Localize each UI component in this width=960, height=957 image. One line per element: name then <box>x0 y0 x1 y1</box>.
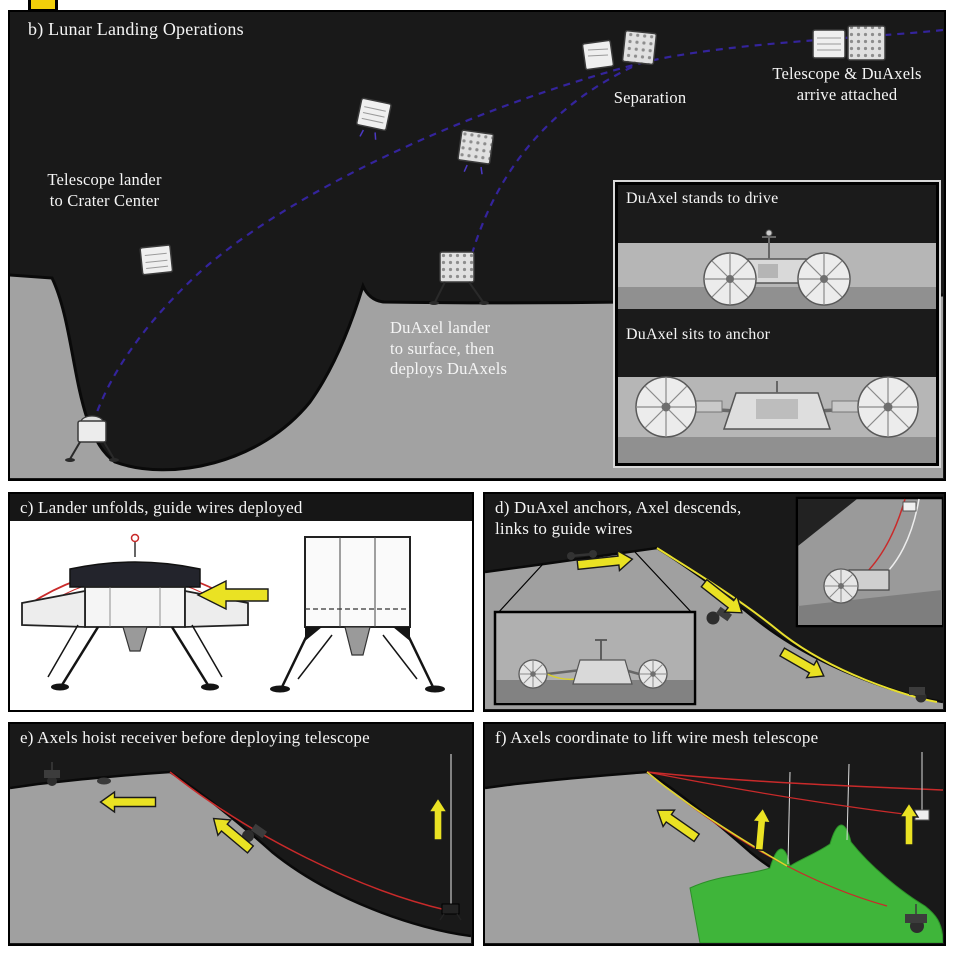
yellow-arrow-lift-mid <box>751 806 772 852</box>
axel-bottom-icon <box>909 687 927 703</box>
duaxel-lander-landed-icon <box>429 251 489 305</box>
label-duaxel-lander: DuAxel lander to surface, then deploys D… <box>390 318 530 380</box>
duaxel-craft-icon <box>457 129 495 175</box>
crater-slope-terrain <box>10 772 471 943</box>
panel-e-scene <box>10 754 471 943</box>
zoom-line-left <box>496 563 544 615</box>
panel-f-title: f) Axels coordinate to lift wire mesh te… <box>495 728 819 747</box>
folded-lander-icon <box>270 536 445 693</box>
trajectory-incoming <box>644 28 943 64</box>
yellow-arrow-lift-right <box>898 801 920 846</box>
inset-sits-title: DuAxel sits to anchor <box>626 326 771 343</box>
duaxel-inset-scene <box>618 229 936 463</box>
receiver-icon <box>439 903 462 921</box>
inset-wire-red <box>864 498 906 575</box>
yellow-arrow-slope-lower <box>779 647 825 679</box>
axel-descending-icon <box>706 606 733 625</box>
rover-plateau-icon <box>44 762 60 786</box>
panel-c-title: c) Lander unfolds, guide wires deployed <box>20 498 303 517</box>
spacecraft-attached-icon <box>812 25 886 61</box>
label-telescope-lander-line1: Telescope lander <box>47 170 162 189</box>
label-telescope-lander-line2: to Crater Center <box>49 190 160 210</box>
duaxel-standing-rover-icon <box>703 229 851 306</box>
rover-bottom-icon <box>905 904 927 933</box>
label-duaxel-lander-line1: DuAxel lander <box>390 318 491 337</box>
panel-d-title: d) DuAxel anchors, Axel descends, links … <box>495 497 785 540</box>
panel-c: c) Lander unfolds, guide wires deployed <box>8 492 474 712</box>
unfold-direction-arrow <box>196 579 269 611</box>
trajectory-duaxel-branch <box>463 66 633 281</box>
yellow-arrow-hoist-up <box>427 796 449 841</box>
lift-line-2 <box>846 763 850 841</box>
panel-d-title-line2: links to guide wires <box>495 519 633 539</box>
wire-mesh-telescope <box>689 824 943 943</box>
panel-e-title: e) Axels hoist receiver before deploying… <box>20 728 370 747</box>
axel-slope-inset <box>795 496 943 628</box>
yellow-arrow-slope-upper <box>700 578 743 614</box>
panel-b: b) Lunar Landing Operations Telescope la… <box>8 10 946 481</box>
wheel-right <box>797 252 851 306</box>
anchor-closeup-inset <box>493 610 697 706</box>
yellow-arrow-left <box>99 790 157 814</box>
unfolded-lander-icon <box>21 533 249 691</box>
guide-wire-yellow <box>656 547 938 703</box>
label-separation: Separation <box>613 88 687 107</box>
anchor-wheel-left <box>635 376 697 438</box>
label-duaxel-lander-line2: to surface, then <box>390 338 495 358</box>
guide-wire-red-top <box>646 771 943 791</box>
panel-e: e) Axels hoist receiver before deploying… <box>8 722 474 946</box>
duaxel-modes-inset: DuAxel stands to drive DuAxel sits to an… <box>613 180 941 468</box>
anchored-duaxel-mini-icon <box>567 550 597 560</box>
inset-stands-title: DuAxel stands to drive <box>626 190 779 207</box>
panel-c-scene <box>21 533 445 693</box>
panel-f: f) Axels coordinate to lift wire mesh te… <box>483 722 946 946</box>
label-arrive-attached: Telescope & DuAxels arrive attached <box>748 64 944 105</box>
yellow-arrow-upslope <box>212 817 255 854</box>
duaxel-sitting-rover-icon <box>635 376 919 438</box>
descent-trajectories <box>90 28 943 428</box>
anchor-rock-icon <box>97 777 111 785</box>
label-arrive-line1: Telescope & DuAxels <box>772 64 922 83</box>
label-telescope-lander: Telescope lander to Crater Center <box>22 170 187 211</box>
panel-d-scene <box>485 496 943 709</box>
yellow-arrow-plateau <box>576 549 634 572</box>
label-arrive-line2: arrive attached <box>796 84 898 104</box>
crater-floor-lander-icon <box>65 415 119 462</box>
panel-d: d) DuAxel anchors, Axel descends, links … <box>483 492 946 712</box>
panel-c-header <box>10 494 472 521</box>
guide-wire-yellow <box>646 771 788 867</box>
duaxel-stands-scene <box>618 229 936 309</box>
yellow-arrow-upslope <box>656 809 701 843</box>
label-duaxel-lander-line3: deploys DuAxels <box>390 359 508 379</box>
trajectory-telescope-branch <box>90 60 646 428</box>
lift-line-1 <box>787 771 791 865</box>
telescope-lander-descending-icon <box>139 244 174 276</box>
panel-d-title-line1: d) DuAxel anchors, Axel descends, <box>495 498 742 517</box>
duaxel-sits-scene <box>618 376 936 463</box>
telescope-craft-icon <box>356 97 392 140</box>
panel-f-scene <box>485 752 943 943</box>
zoom-line-right <box>634 551 694 615</box>
spacecraft-separation-icon <box>581 29 658 71</box>
anchor-wheel-right <box>857 376 919 438</box>
wheel-left <box>703 252 757 306</box>
receiver-wire-red <box>169 771 447 911</box>
panel-b-title: b) Lunar Landing Operations <box>28 19 244 39</box>
